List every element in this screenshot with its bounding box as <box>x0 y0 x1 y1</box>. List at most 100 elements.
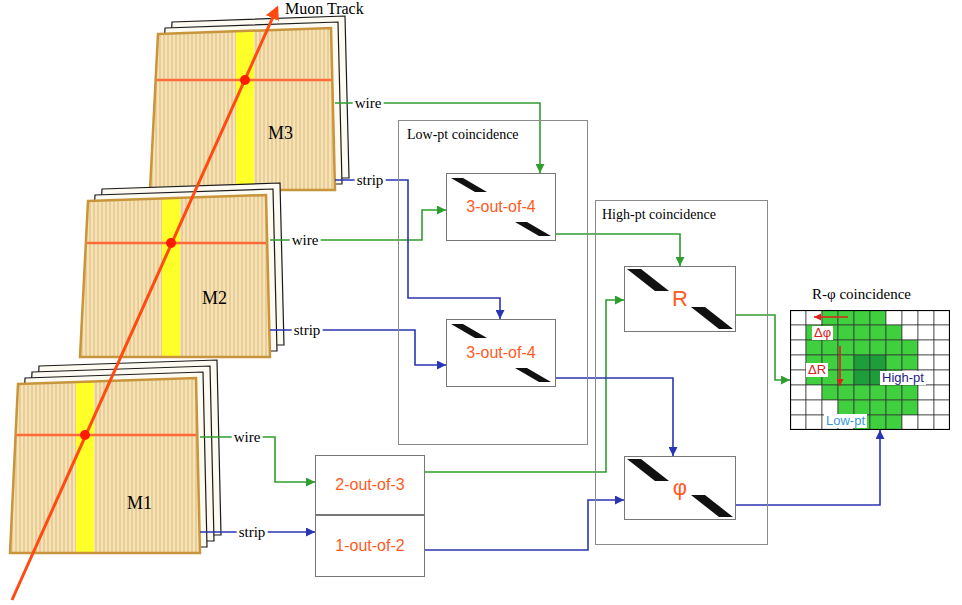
matrix-cell <box>918 355 934 370</box>
logic-box: 2-out-of-3 <box>315 455 425 515</box>
matrix-cell <box>854 325 870 340</box>
logic-label: 3-out-of-4 <box>466 344 535 362</box>
matrix-title: R-φ coincidence <box>812 286 911 303</box>
matrix-cell <box>854 385 870 400</box>
signal-line <box>556 234 680 266</box>
logic-label: 2-out-of-3 <box>335 476 404 494</box>
matrix-cell <box>886 325 902 340</box>
logic-box: 3-out-of-4 <box>446 319 556 387</box>
logic-label: R <box>672 287 688 311</box>
strip-band <box>76 378 94 553</box>
delta-label: ΔR <box>806 363 828 377</box>
signal-line <box>335 103 540 173</box>
matrix-cell <box>870 400 886 415</box>
coincidence-matrix: R-φ coincidenceΔφΔRHigh-ptLow-pt <box>790 310 950 430</box>
matrix-cell <box>790 355 806 370</box>
matrix-cell <box>934 310 950 325</box>
matrix-cell <box>886 340 902 355</box>
logic-label: 3-out-of-4 <box>466 198 535 216</box>
logic-bar <box>691 495 733 517</box>
detector-chamber: M1 <box>10 378 200 553</box>
matrix-cell <box>806 415 822 430</box>
muon-track <box>12 8 277 600</box>
matrix-cell <box>822 385 838 400</box>
matrix-cell <box>902 340 918 355</box>
chamber-drawing <box>10 378 200 553</box>
signal-name: wire <box>290 232 321 249</box>
track-label: Muon Track <box>285 0 364 17</box>
matrix-cell <box>870 310 886 325</box>
signal-name: wire <box>232 429 263 446</box>
matrix-cell <box>886 310 902 325</box>
group-title: Low-pt coincidence <box>407 127 519 142</box>
matrix-cell <box>790 325 806 340</box>
chamber-outline <box>10 378 200 553</box>
matrix-cell <box>934 385 950 400</box>
logic-label: φ <box>673 476 687 500</box>
matrix-cell <box>870 385 886 400</box>
matrix-cell <box>918 325 934 340</box>
strip-band <box>162 195 180 357</box>
coincidence-group: Low-pt coincidence 3-out-of-4 3-out-of-4 <box>398 120 588 445</box>
chamber-label: M2 <box>202 289 227 309</box>
chamber-face <box>80 195 270 357</box>
signal-name: strip <box>355 172 386 189</box>
matrix-cell <box>790 340 806 355</box>
matrix-cell <box>854 370 870 385</box>
matrix-cell <box>886 385 902 400</box>
signal-line <box>736 315 790 380</box>
matrix-cell <box>870 415 886 430</box>
region-label: Low-pt <box>824 414 867 428</box>
chamber-drawing <box>80 195 270 357</box>
matrix-cell <box>934 400 950 415</box>
matrix-cell <box>886 355 902 370</box>
matrix-cell <box>918 385 934 400</box>
chamber-face <box>10 378 200 553</box>
matrix-cell <box>822 340 838 355</box>
logic-box: R <box>624 266 736 332</box>
matrix-cell <box>918 310 934 325</box>
logic-bar <box>627 269 669 291</box>
wire-band <box>10 434 200 437</box>
matrix-cell <box>902 325 918 340</box>
matrix-cell <box>806 400 822 415</box>
signal-line <box>736 430 880 505</box>
matrix-cell <box>838 385 854 400</box>
hit-dot <box>166 238 176 248</box>
logic-bar <box>515 368 551 382</box>
matrix-cell <box>902 400 918 415</box>
logic-bar <box>691 307 733 329</box>
matrix-cell <box>902 355 918 370</box>
chamber-outline <box>80 195 270 357</box>
strip-band <box>236 28 254 190</box>
matrix-cell <box>790 415 806 430</box>
matrix-cell <box>870 340 886 355</box>
logic-box: φ <box>624 456 736 520</box>
matrix-cell <box>838 325 854 340</box>
matrix-cell <box>870 325 886 340</box>
matrix-cell <box>790 370 806 385</box>
matrix-cell <box>934 340 950 355</box>
delta-label: Δφ <box>812 326 833 340</box>
logic-bar <box>451 324 487 338</box>
hit-dot <box>240 75 250 85</box>
matrix-cell <box>838 400 854 415</box>
matrix-cell <box>790 310 806 325</box>
matrix-cell <box>806 385 822 400</box>
logic-box: 3-out-of-4 <box>446 173 556 241</box>
matrix-cell <box>790 385 806 400</box>
matrix-cell <box>822 400 838 415</box>
logic-label: 1-out-of-2 <box>335 537 404 555</box>
matrix-cell <box>902 385 918 400</box>
matrix-cell <box>934 355 950 370</box>
matrix-cell <box>886 400 902 415</box>
hit-dot <box>80 430 90 440</box>
matrix-cell <box>886 415 902 430</box>
logic-box: 1-out-of-2 <box>315 515 425 577</box>
logic-bar <box>515 222 551 236</box>
matrix-cell <box>918 400 934 415</box>
detector-chamber: M2 <box>80 195 270 357</box>
